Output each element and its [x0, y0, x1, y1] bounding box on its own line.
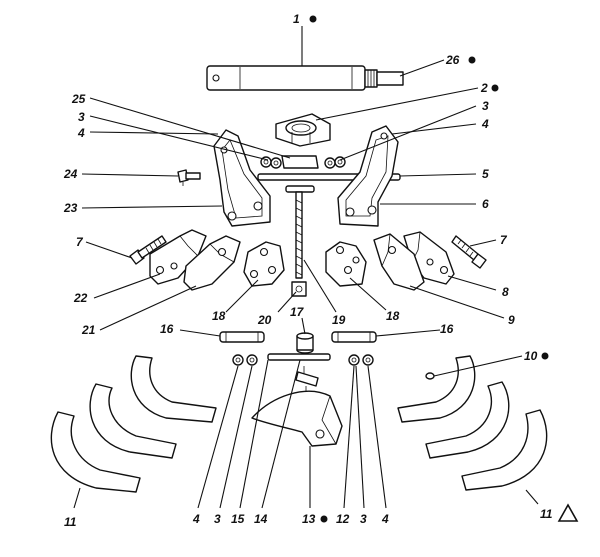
part-14-rod — [232, 353, 374, 366]
part-13-bolt — [295, 366, 319, 392]
part-25-sleeve — [281, 155, 319, 169]
callout-19: 19 — [332, 313, 346, 327]
callout-10: 10 — [524, 349, 538, 363]
callout-3-upper-right: 3 — [482, 99, 489, 113]
leader-lines — [73, 26, 539, 509]
callout-4-upper-left: 4 — [77, 126, 85, 140]
part-16-right-pin — [331, 331, 377, 343]
callout-2: 2 — [480, 81, 488, 95]
callout-13-dot — [320, 515, 328, 523]
callout-25: 25 — [71, 92, 86, 106]
part-11-right-jaws — [397, 355, 548, 491]
callout-26: 26 — [445, 53, 460, 67]
callout-14: 14 — [254, 512, 268, 526]
part-16-left-pin — [219, 331, 265, 343]
part-11-left-jaws — [50, 355, 217, 493]
part-23-left-plate — [213, 129, 271, 227]
callout-4-lower-left: 4 — [192, 512, 200, 526]
part-18-left-link — [243, 241, 285, 287]
callout-20: 20 — [257, 313, 272, 327]
part-9-block — [373, 233, 425, 291]
callout-12: 12 — [336, 512, 350, 526]
callout-3-lower-right: 3 — [360, 512, 367, 526]
warning-triangle-icon — [557, 503, 579, 522]
callout-2-dot — [491, 84, 499, 92]
part-24-pin — [177, 169, 201, 186]
callout-4-upper-right: 4 — [481, 117, 489, 131]
callout-22: 22 — [73, 291, 88, 305]
part-7-right-bolt — [451, 235, 487, 269]
part-17-bushing — [296, 332, 314, 354]
callout-3-upper-left: 3 — [78, 110, 85, 124]
part-18-right-link — [325, 241, 367, 287]
callout-7-left: 7 — [76, 235, 84, 249]
part-21-block — [183, 235, 241, 291]
callout-5: 5 — [482, 167, 489, 181]
callout-labels: 1 26 2 25 3 3 4 4 24 5 23 6 7 7 22 8 21 … — [63, 12, 579, 529]
part-13-center-jaw — [251, 390, 343, 447]
part-8-block — [403, 231, 455, 285]
callout-21: 21 — [81, 323, 96, 337]
callout-15: 15 — [231, 512, 245, 526]
callout-1-dot — [309, 15, 317, 23]
callout-8: 8 — [502, 285, 509, 299]
callout-26-dot — [468, 56, 476, 64]
callout-17: 17 — [290, 305, 305, 319]
callout-11-left: 11 — [64, 515, 77, 529]
callout-3-lower-left: 3 — [214, 512, 221, 526]
callout-6: 6 — [482, 197, 489, 211]
callout-18-left: 18 — [212, 309, 226, 323]
part-7-left-bolt — [129, 235, 167, 265]
callout-16-left: 16 — [160, 322, 174, 336]
callout-18-right: 18 — [386, 309, 400, 323]
callout-7-right: 7 — [500, 233, 508, 247]
part-19-screw — [285, 185, 315, 297]
callout-24: 24 — [63, 167, 78, 181]
callout-1: 1 — [293, 12, 300, 26]
callout-13: 13 — [302, 512, 316, 526]
callout-9: 9 — [508, 313, 515, 327]
nuts-upper — [260, 156, 346, 169]
part-10-clip — [425, 372, 435, 380]
callout-4-lower-right: 4 — [381, 512, 389, 526]
part-1-cylinder — [206, 65, 404, 91]
callout-11-right: 11 — [540, 507, 553, 521]
callout-16-right: 16 — [440, 322, 454, 336]
callout-10-dot — [541, 352, 549, 360]
part-2-collar — [275, 113, 331, 147]
callout-23: 23 — [63, 201, 78, 215]
